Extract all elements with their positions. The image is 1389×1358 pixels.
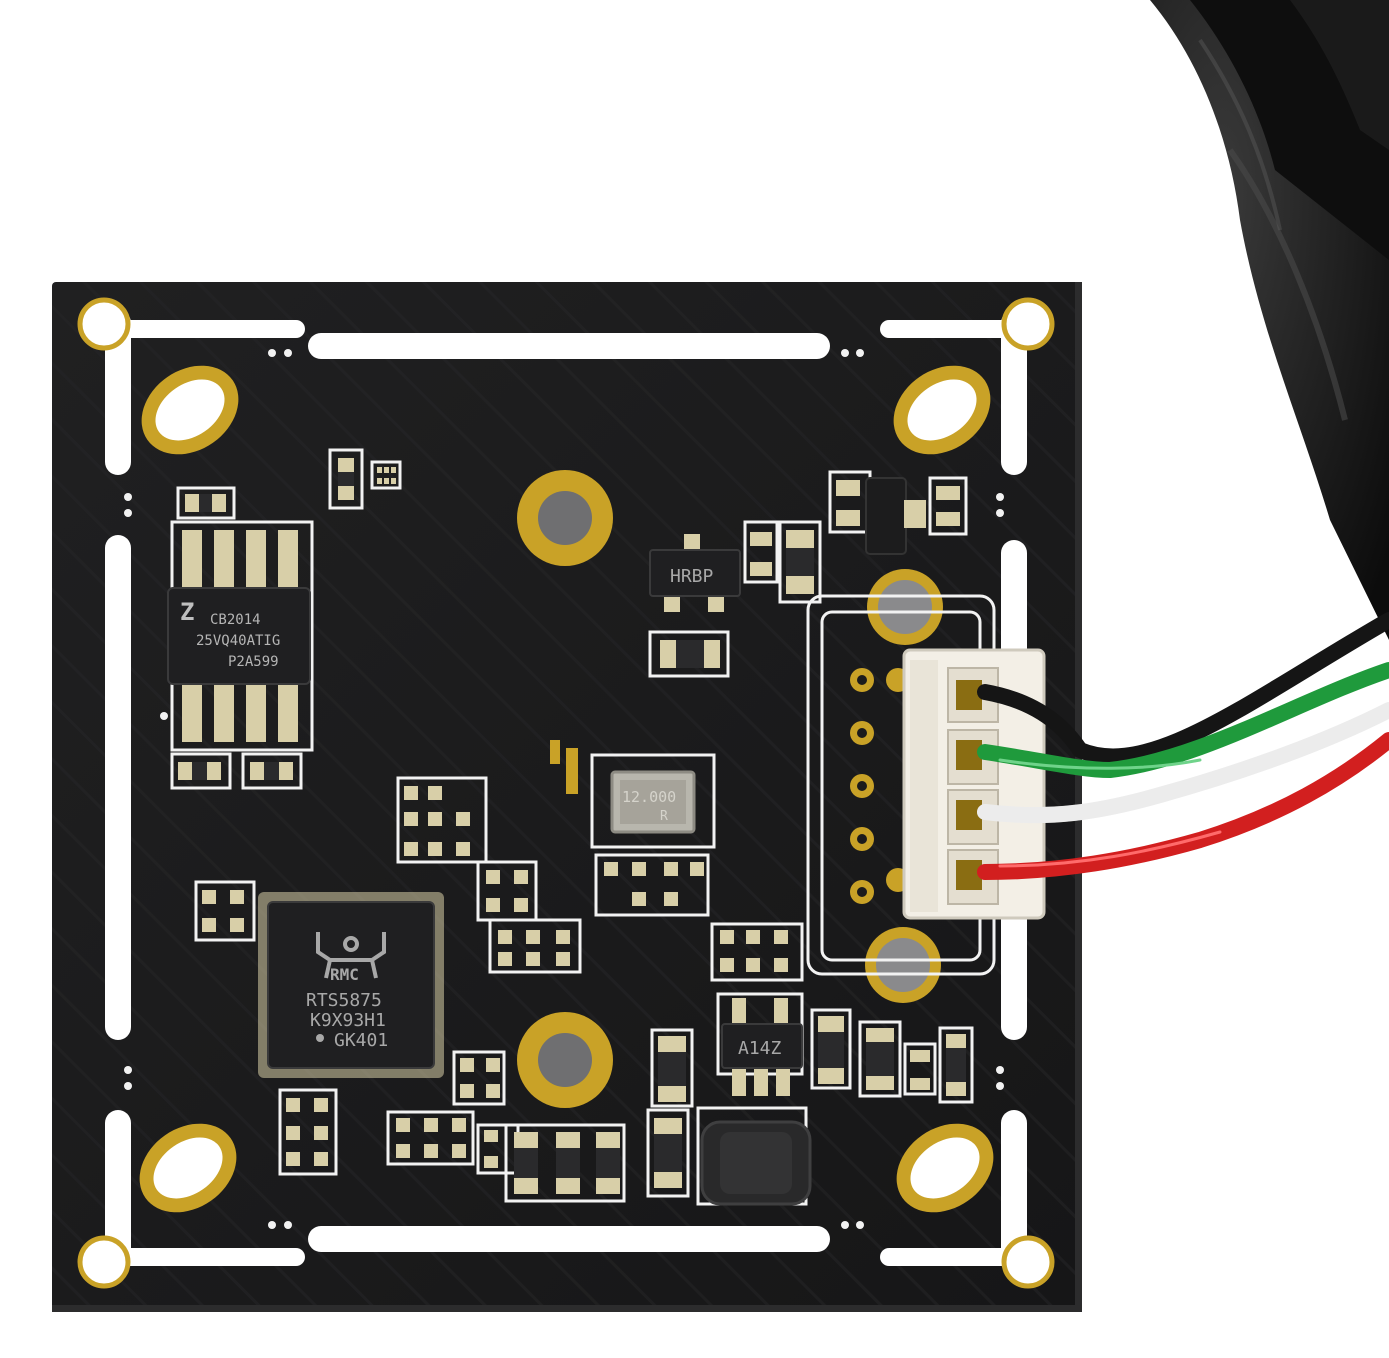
inductor [700,1120,812,1206]
gold-vias [517,470,943,1108]
regulator-marking: HRBP [670,566,714,587]
crystal-marking-line1: 12.000 [622,788,676,806]
controller-marking-line2: K9X93H1 [310,1010,386,1031]
flash-chip: Z CB2014 25VQ40ATIG P2A599 [167,530,311,742]
wire-connector [902,648,1046,920]
crystal-marking-line2: R [660,809,668,824]
mounting-holes [139,365,994,1213]
controller-marking-line1: RTS5875 [306,990,382,1011]
controller-logo-icon [316,932,386,979]
corner-holes [77,297,1055,1289]
cable-bundle [1150,0,1389,640]
passive-components [178,458,966,1194]
crystal-oscillator: 12.000 R [610,770,696,834]
flash-logo: Z [180,598,194,626]
transistor [865,477,926,555]
controller-logo: RMC [330,965,359,984]
flash-marking-line2: 25VQ40ATIG [196,633,280,649]
ldo-marking: A14Z [738,1038,782,1059]
flash-marking-line1: CB2014 [210,612,261,628]
usb-wires [977,612,1389,880]
silk-dots [124,349,1004,1229]
controller-marking-line3: GK401 [334,1030,388,1051]
regulator-chip: HRBP [649,534,741,612]
ldo-chip: A14Z [721,998,803,1096]
silkscreen [170,448,996,1206]
flash-marking-line3: P2A599 [228,654,279,670]
controller-chip: RMC RTS5875 K9X93H1 GK401 [258,892,444,1078]
